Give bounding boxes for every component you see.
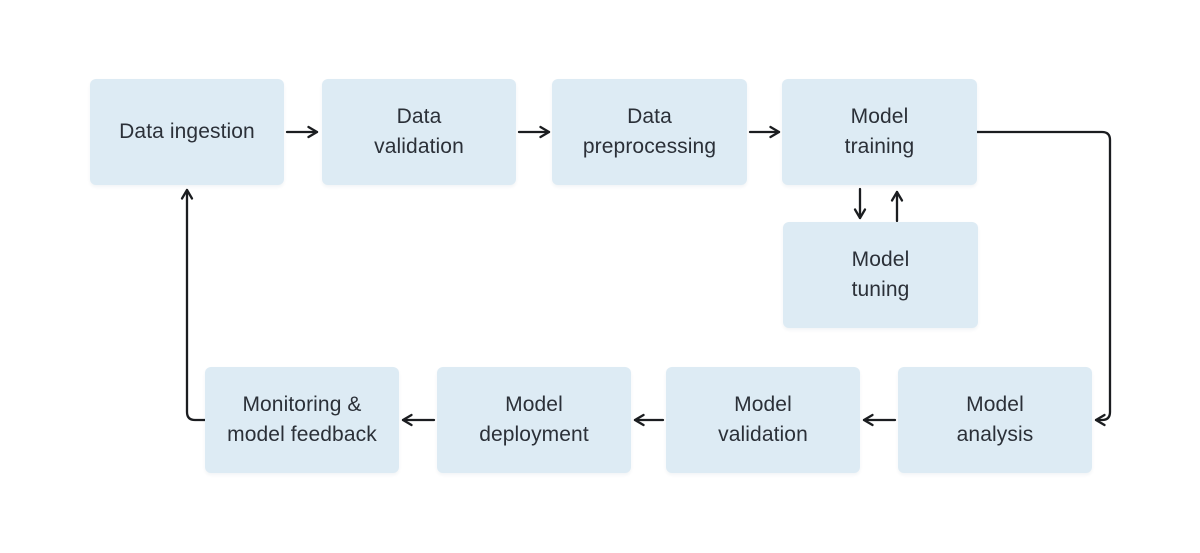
node-data-validation: Data validation <box>322 79 516 185</box>
node-model-deployment: Model deployment <box>437 367 631 473</box>
edge-monitoring-model-feedback-to-data-ingestion <box>180 188 207 422</box>
node-label-model-validation: Model validation <box>718 393 808 446</box>
node-label-model-analysis: Model analysis <box>956 393 1034 446</box>
node-data-preprocessing: Data preprocessing <box>552 79 747 185</box>
node-model-tuning: Model tuning <box>783 222 978 328</box>
node-label-model-training: Model training <box>844 105 915 158</box>
node-data-ingestion: Data ingestion <box>90 79 284 185</box>
node-model-training: Model training <box>782 79 977 185</box>
node-label-data-preprocessing: Data preprocessing <box>582 105 717 158</box>
node-model-analysis: Model analysis <box>898 367 1092 473</box>
node-label-data-ingestion: Data ingestion <box>119 120 255 143</box>
node-model-validation: Model validation <box>666 367 860 473</box>
node-label-data-validation: Data validation <box>374 105 464 158</box>
node-label-model-tuning: Model tuning <box>851 248 910 301</box>
node-label-model-deployment: Model deployment <box>479 393 589 446</box>
node-label-monitoring-model-feedback: Monitoring & model feedback <box>227 393 377 446</box>
node-monitoring-model-feedback: Monitoring & model feedback <box>205 367 399 473</box>
